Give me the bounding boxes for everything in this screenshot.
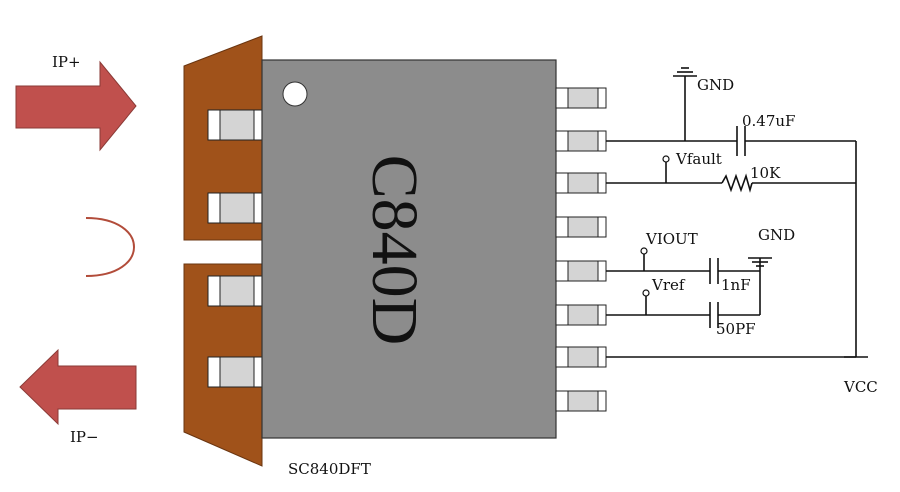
viout-label: VIOUT [645,230,698,248]
vref-label: Vref [651,276,686,294]
wiring [606,76,857,358]
current-in-arrow [15,60,137,152]
right-pin [555,87,607,109]
ground-symbol-top [673,67,697,77]
vref-testpoint [642,289,650,297]
resistor-zigzag [721,173,753,193]
ground-symbol-right [748,257,772,267]
ip-plus-label: IP+ [52,53,81,71]
conductor-loop [85,217,135,277]
right-pin [555,130,607,152]
left-pin [207,275,263,307]
left-pin [207,109,263,141]
right-pin [555,346,607,368]
package-label: SC840DFT [288,460,371,478]
pin1-marker [282,81,308,107]
right-pin [555,390,607,412]
chip-body [261,59,557,439]
right-pin [555,304,607,326]
left-pins [207,109,263,388]
cap-bottom-label: 50PF [716,320,756,338]
right-pin [555,260,607,282]
capacitor-mid [709,258,719,284]
gnd-right-label: GND [758,226,795,244]
resistor-label: 10K [750,164,781,182]
vcc-label: VCC [843,378,878,396]
viout-testpoint [640,247,648,255]
gnd-top-label: GND [697,76,734,94]
right-pin [555,172,607,194]
ip-minus-label: IP− [70,428,99,446]
chip-label: C840D [358,155,431,346]
capacitor-bottom [709,302,719,328]
right-pins [555,87,607,412]
vfault-label: Vfault [675,150,722,168]
cap-top-label: 0.47uF [742,112,795,130]
vfault-testpoint [662,155,670,163]
current-out-arrow [19,348,137,426]
left-pin [207,356,263,388]
left-pin [207,192,263,224]
cap-mid-label: 1nF [721,276,751,294]
right-pin [555,216,607,238]
capacitor-top [736,126,746,156]
